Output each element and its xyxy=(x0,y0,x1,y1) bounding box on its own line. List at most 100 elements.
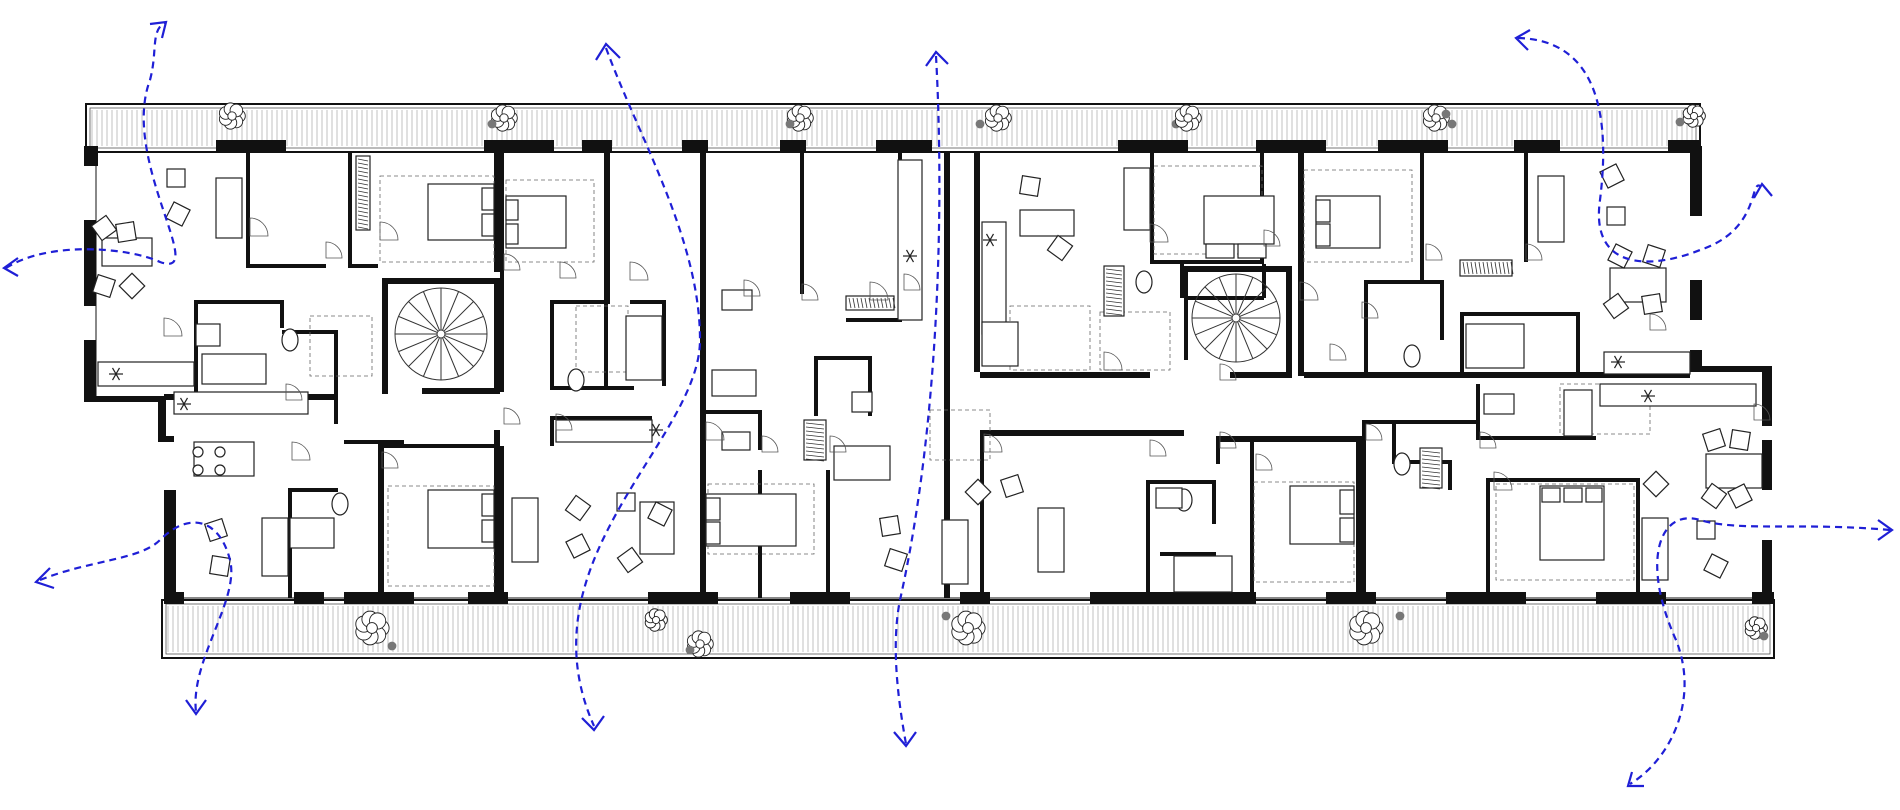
tree xyxy=(984,104,1012,132)
chair-icon xyxy=(883,547,909,573)
chair-icon xyxy=(118,272,146,300)
chair-icon xyxy=(1729,429,1751,451)
snowflake-glyph xyxy=(905,249,915,263)
tree xyxy=(1422,104,1450,132)
chair-icon xyxy=(209,555,231,577)
tree xyxy=(1744,616,1768,640)
tree xyxy=(355,610,390,646)
door-swing xyxy=(163,317,183,337)
chair-icon xyxy=(115,221,137,243)
airflow-arrow-icon xyxy=(1,20,1894,788)
door-swing xyxy=(1365,423,1383,441)
fridge-icons xyxy=(109,233,1655,437)
chair-icon xyxy=(1701,427,1727,453)
door-swing xyxy=(1255,453,1273,471)
door-swing xyxy=(1219,431,1237,449)
tree xyxy=(1759,631,1769,641)
chair-icon xyxy=(1046,234,1074,262)
airflow-arrowhead-5b xyxy=(1753,182,1773,199)
chair-icons xyxy=(90,163,1753,579)
chair-icon xyxy=(964,478,992,506)
chair-icon xyxy=(1602,292,1630,320)
tree xyxy=(387,641,397,651)
door-swing xyxy=(379,221,399,241)
stool-icon xyxy=(214,464,226,476)
bathtub-icon xyxy=(201,315,1593,593)
chair-icon xyxy=(1696,520,1716,540)
chair-icon xyxy=(565,533,591,559)
chair-icon xyxy=(1019,175,1041,197)
door-swing xyxy=(1479,431,1497,449)
north-balcony-hatching xyxy=(91,110,1693,146)
stool-icon xyxy=(192,464,204,476)
airflow-arrowhead-2b xyxy=(185,699,207,716)
tree xyxy=(1447,119,1457,129)
door-swing xyxy=(1219,363,1237,381)
door-swing xyxy=(555,413,573,431)
tree xyxy=(686,630,714,658)
tree xyxy=(644,608,668,632)
door-swing xyxy=(1361,301,1379,319)
door-swing xyxy=(1299,281,1319,301)
door-swing xyxy=(285,383,303,401)
airflow-arrow-2 xyxy=(39,521,233,713)
door-swing xyxy=(743,279,761,297)
sink-icon xyxy=(195,289,1515,509)
south-balcony-hatching xyxy=(167,606,1764,652)
chair-icon xyxy=(1641,243,1667,269)
door-swing xyxy=(1103,351,1123,371)
door-swing xyxy=(503,407,521,425)
stair-icon xyxy=(394,273,1281,381)
chair-icon xyxy=(616,546,644,574)
tree-icon xyxy=(218,102,1769,658)
tree xyxy=(1349,610,1384,646)
tree xyxy=(975,119,985,129)
door-swing xyxy=(325,241,343,259)
chair-icon xyxy=(1599,163,1625,189)
airflow-arrowhead-6b xyxy=(1626,771,1644,788)
door-swing xyxy=(1149,439,1167,457)
tree xyxy=(685,645,695,655)
door-swing xyxy=(761,435,779,453)
door-swing-icon xyxy=(163,217,1771,491)
airflow-arrow-5 xyxy=(1517,36,1761,263)
tree xyxy=(951,610,986,646)
airflow-arrowhead-4b xyxy=(893,731,917,748)
stool-icon xyxy=(192,446,204,458)
door-swing xyxy=(1525,243,1543,261)
wardrobe-icon xyxy=(355,155,1514,490)
door-swing xyxy=(381,451,399,469)
door-swing xyxy=(1649,313,1667,331)
door-swing xyxy=(249,217,269,237)
chair-icon xyxy=(1700,482,1728,510)
airflow-arrowhead-1a xyxy=(1,257,19,277)
spiral-stair-east xyxy=(1191,273,1281,363)
door-swing xyxy=(903,273,921,291)
door-swing xyxy=(705,421,725,441)
door-swing xyxy=(1329,343,1347,361)
tree xyxy=(1682,104,1706,128)
airflow-arrowhead-6a xyxy=(1877,519,1894,541)
stool-icon xyxy=(214,446,226,458)
snowflake-glyph xyxy=(1643,389,1653,403)
door-swing xyxy=(829,435,847,453)
door-swing xyxy=(801,283,819,301)
chair-icon xyxy=(1641,293,1663,315)
chair-icon xyxy=(90,214,118,242)
tree xyxy=(218,102,246,130)
door-swing xyxy=(503,253,521,271)
tree xyxy=(1675,117,1685,127)
tree xyxy=(490,104,518,132)
spiral-stair-west xyxy=(394,287,488,381)
airflow-arrowhead-4a xyxy=(925,50,949,67)
tree xyxy=(941,611,951,621)
chair-icon xyxy=(203,517,229,543)
door-swing xyxy=(1149,223,1169,243)
interior-walls xyxy=(164,152,1690,598)
wardrobe-hatching xyxy=(357,158,1514,490)
bed-icon xyxy=(427,183,1605,561)
snowflake-glyph xyxy=(985,233,995,247)
chair-icon xyxy=(1606,206,1626,226)
